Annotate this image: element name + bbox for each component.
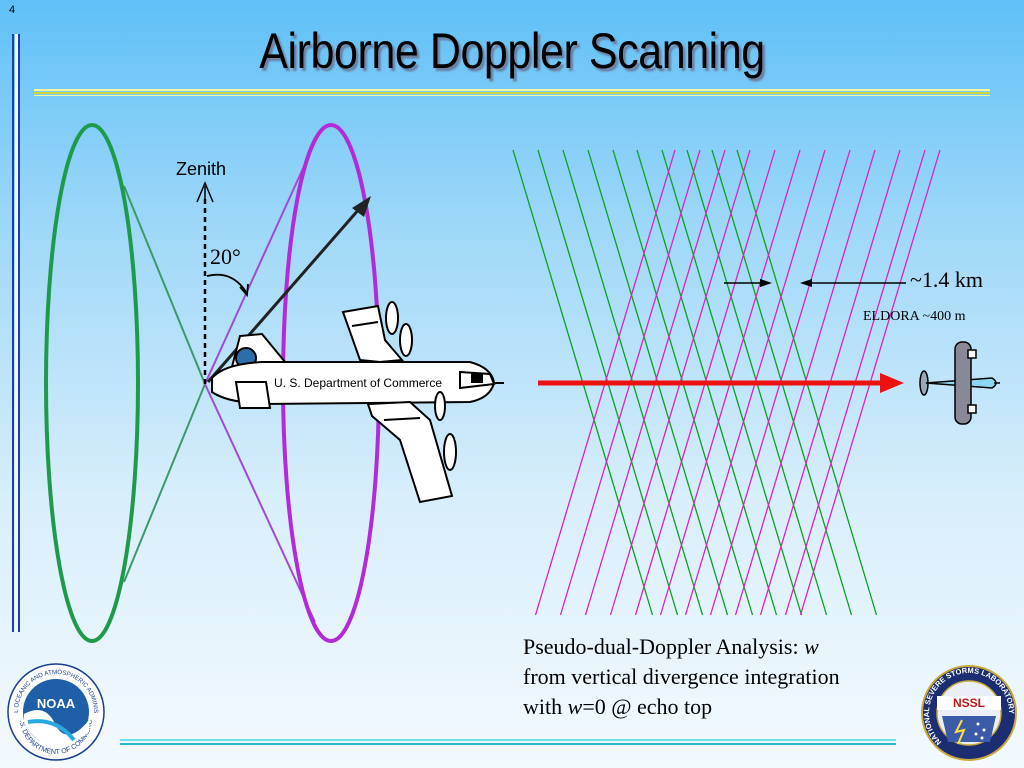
eldora-label: ELDORA ~400 m — [863, 309, 966, 324]
caption: Pseudo-dual-Doppler Analysis: w from ver… — [523, 632, 943, 722]
spacing-markers — [724, 279, 906, 287]
footer-rule — [120, 739, 896, 745]
noaa-logo: NATIONAL OCEANIC AND ATMOSPHERIC ADMINIS… — [6, 662, 105, 761]
noaa-text: NOAA — [37, 696, 76, 711]
nssl-text: NSSL — [953, 696, 985, 710]
slide-title: Airborne Doppler Scanning — [259, 23, 765, 79]
title-underline — [34, 89, 990, 96]
aft-scan-cone — [44, 123, 206, 643]
slide-number: 4 — [9, 4, 16, 16]
zenith-arrow — [196, 181, 214, 384]
angle-label: 20° — [210, 244, 241, 269]
aircraft-label: U. S. Department of Commerce — [274, 376, 442, 390]
aircraft-top-view-icon — [919, 341, 1000, 425]
zenith-label: Zenith — [176, 159, 226, 179]
left-vertical-rule — [12, 34, 20, 632]
beam-arrow — [206, 196, 371, 383]
caption-line-3: with w=0 @ echo top — [523, 694, 713, 719]
nssl-logo: NATIONAL SEVERE STORMS LABORATORY NSSL — [921, 665, 1017, 761]
spacing-label: ~1.4 km — [910, 267, 983, 292]
angle-arc — [206, 273, 247, 293]
caption-line-2: from vertical divergence integration — [523, 664, 840, 689]
aircraft-p3 — [211, 301, 504, 504]
caption-line-1: Pseudo-dual-Doppler Analysis: w — [523, 634, 819, 659]
flight-track-arrow — [538, 373, 904, 393]
